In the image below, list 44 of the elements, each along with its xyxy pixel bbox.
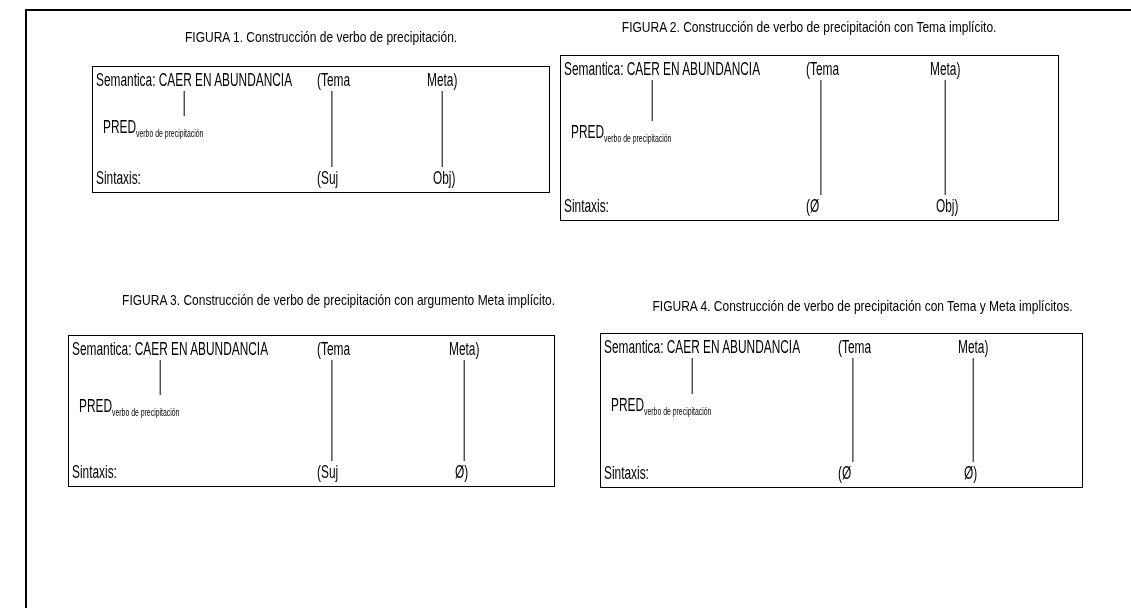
connector-line xyxy=(183,90,185,117)
syntax-label: (Suj xyxy=(317,462,339,482)
connector-line xyxy=(852,357,854,463)
role-label: Meta) xyxy=(930,59,961,79)
role-label: Meta) xyxy=(427,70,458,90)
role-label: (Tema xyxy=(317,70,350,90)
connector-line xyxy=(972,357,974,463)
row-label: Sintaxis: xyxy=(96,168,141,188)
syntax-label: (Ø xyxy=(838,463,852,483)
syntax-label: Obj) xyxy=(433,168,456,188)
semantic-label: Semantica: CAER EN ABUNDANCIA xyxy=(604,337,801,357)
row-label: Sintaxis: xyxy=(72,462,117,482)
predicate-label: PRED$_{verbo de precipitación}$ xyxy=(611,395,712,422)
semantic-label: Semantica: CAER EN ABUNDANCIA xyxy=(96,70,293,90)
connector-line xyxy=(159,359,161,396)
role-label: (Tema xyxy=(838,337,871,357)
connector-line xyxy=(651,79,653,122)
role-label: Meta) xyxy=(449,339,480,359)
predicate-label: PRED$_{verbo de precipitación}$ xyxy=(79,396,180,423)
figure-caption: FIGURA 2. Construcción de verbo de precipitación con Tema implícito. xyxy=(622,18,997,35)
connector-line xyxy=(820,79,822,196)
figure-caption: FIGURA 3. Construcción de verbo de precipitación con argumento Meta implícito. xyxy=(122,291,555,308)
syntax-label: Obj) xyxy=(936,196,959,216)
figure-caption: FIGURA 1. Construcción de verbo de precipitación. xyxy=(184,28,458,45)
semantic-label: Semantica: CAER EN ABUNDANCIA xyxy=(72,339,269,359)
predicate-label: PRED$_{verbo de precipitación}$ xyxy=(571,122,672,149)
semantic-label: Semantica: CAER EN ABUNDANCIA xyxy=(564,59,761,79)
role-label: Meta) xyxy=(958,337,989,357)
figure-caption: FIGURA 4. Construcción de verbo de precipitación con Tema y Meta implícitos. xyxy=(652,297,1073,314)
connector-line xyxy=(331,90,333,168)
role-label: (Tema xyxy=(317,339,350,359)
syntax-label: Ø) xyxy=(964,463,978,483)
row-label: Sintaxis: xyxy=(564,196,609,216)
connector-line xyxy=(944,79,946,196)
syntax-label: (Suj xyxy=(317,168,339,188)
connector-line xyxy=(691,357,693,395)
row-label: Sintaxis: xyxy=(604,463,649,483)
syntax-label: Ø) xyxy=(455,462,469,482)
connector-line xyxy=(463,359,465,462)
connector-line xyxy=(441,90,443,168)
connector-line xyxy=(331,359,333,462)
syntax-label: (Ø xyxy=(806,196,820,216)
predicate-label: PRED$_{verbo de precipitación}$ xyxy=(103,117,204,144)
role-label: (Tema xyxy=(806,59,839,79)
